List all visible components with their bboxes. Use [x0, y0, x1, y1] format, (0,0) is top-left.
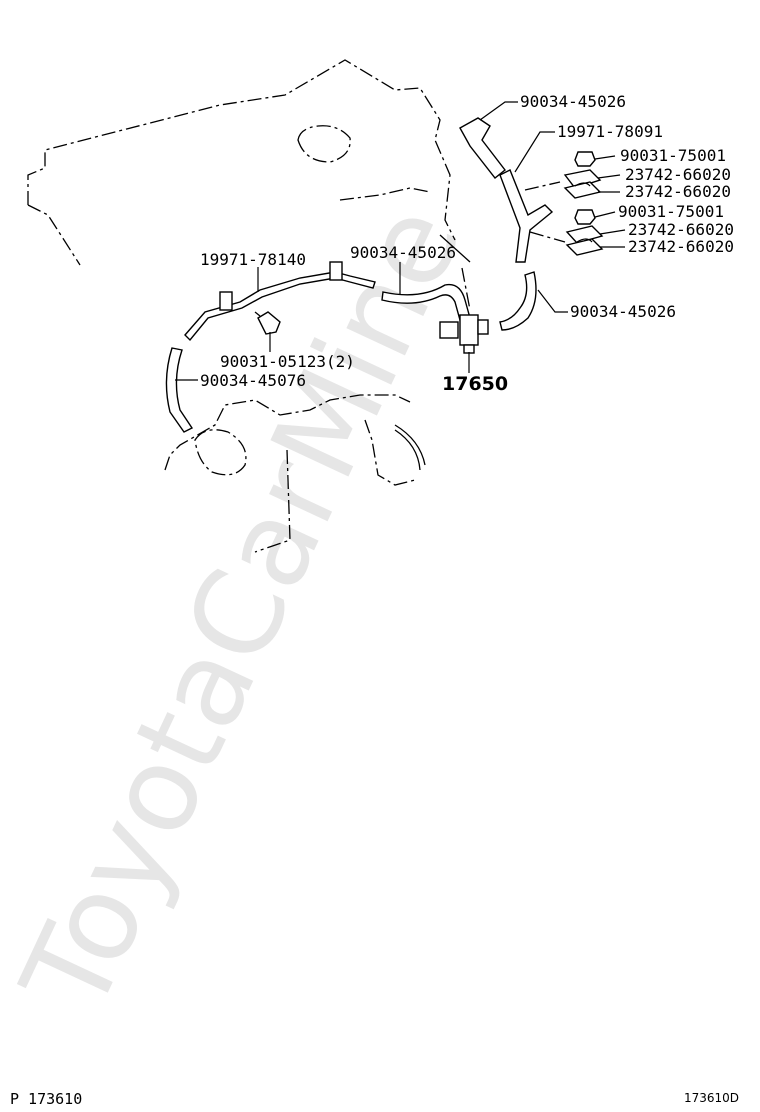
- label-pipe-left: 19971-78140: [200, 250, 306, 269]
- label-hose-right: 90034-45026: [570, 302, 676, 321]
- bolt-icon: [254, 311, 281, 335]
- pipe-right-19971-78091-shape: [499, 169, 554, 263]
- watermark: ToyotaCarMine: [0, 185, 488, 1033]
- clamp-lower-icon: [565, 225, 604, 256]
- label-hose-top: 90034-45026: [520, 92, 626, 111]
- nut-lower-icon: [574, 209, 596, 225]
- nut-upper-icon: [574, 151, 596, 167]
- hose-right-90034-45026-shape: [499, 271, 537, 331]
- label-valve: 17650: [442, 373, 508, 395]
- label-bolt: 90031-05123(2): [220, 352, 355, 371]
- label-hose-middle: 90034-45026: [350, 243, 456, 262]
- hose-left-90034-45076-shape: [165, 347, 194, 433]
- page-reference: P 173610: [10, 1090, 82, 1108]
- clamp-upper-icon: [563, 169, 602, 199]
- label-clamp-lower-b: 23742-66020: [628, 237, 734, 256]
- label-clamp-lower-a: 23742-66020: [628, 220, 734, 239]
- vsv-valve-shape: [439, 314, 489, 354]
- label-clamp-upper-b: 23742-66020: [625, 182, 731, 201]
- hose-top-90034-45026-shape: [459, 117, 506, 179]
- label-clamp-upper-a: 23742-66020: [625, 165, 731, 184]
- label-hose-left: 90034-45076: [200, 371, 306, 390]
- pipe-left-19971-78140-shape: [184, 261, 376, 342]
- figure-id: 173610D: [684, 1091, 739, 1105]
- label-pipe-right: 19971-78091: [557, 122, 663, 141]
- label-nut-lower: 90031-75001: [618, 202, 724, 221]
- label-nut-upper: 90031-75001: [620, 146, 726, 165]
- engine-outline: [27, 59, 471, 553]
- leader-lines: [175, 101, 626, 381]
- assembly-guides: [461, 181, 566, 311]
